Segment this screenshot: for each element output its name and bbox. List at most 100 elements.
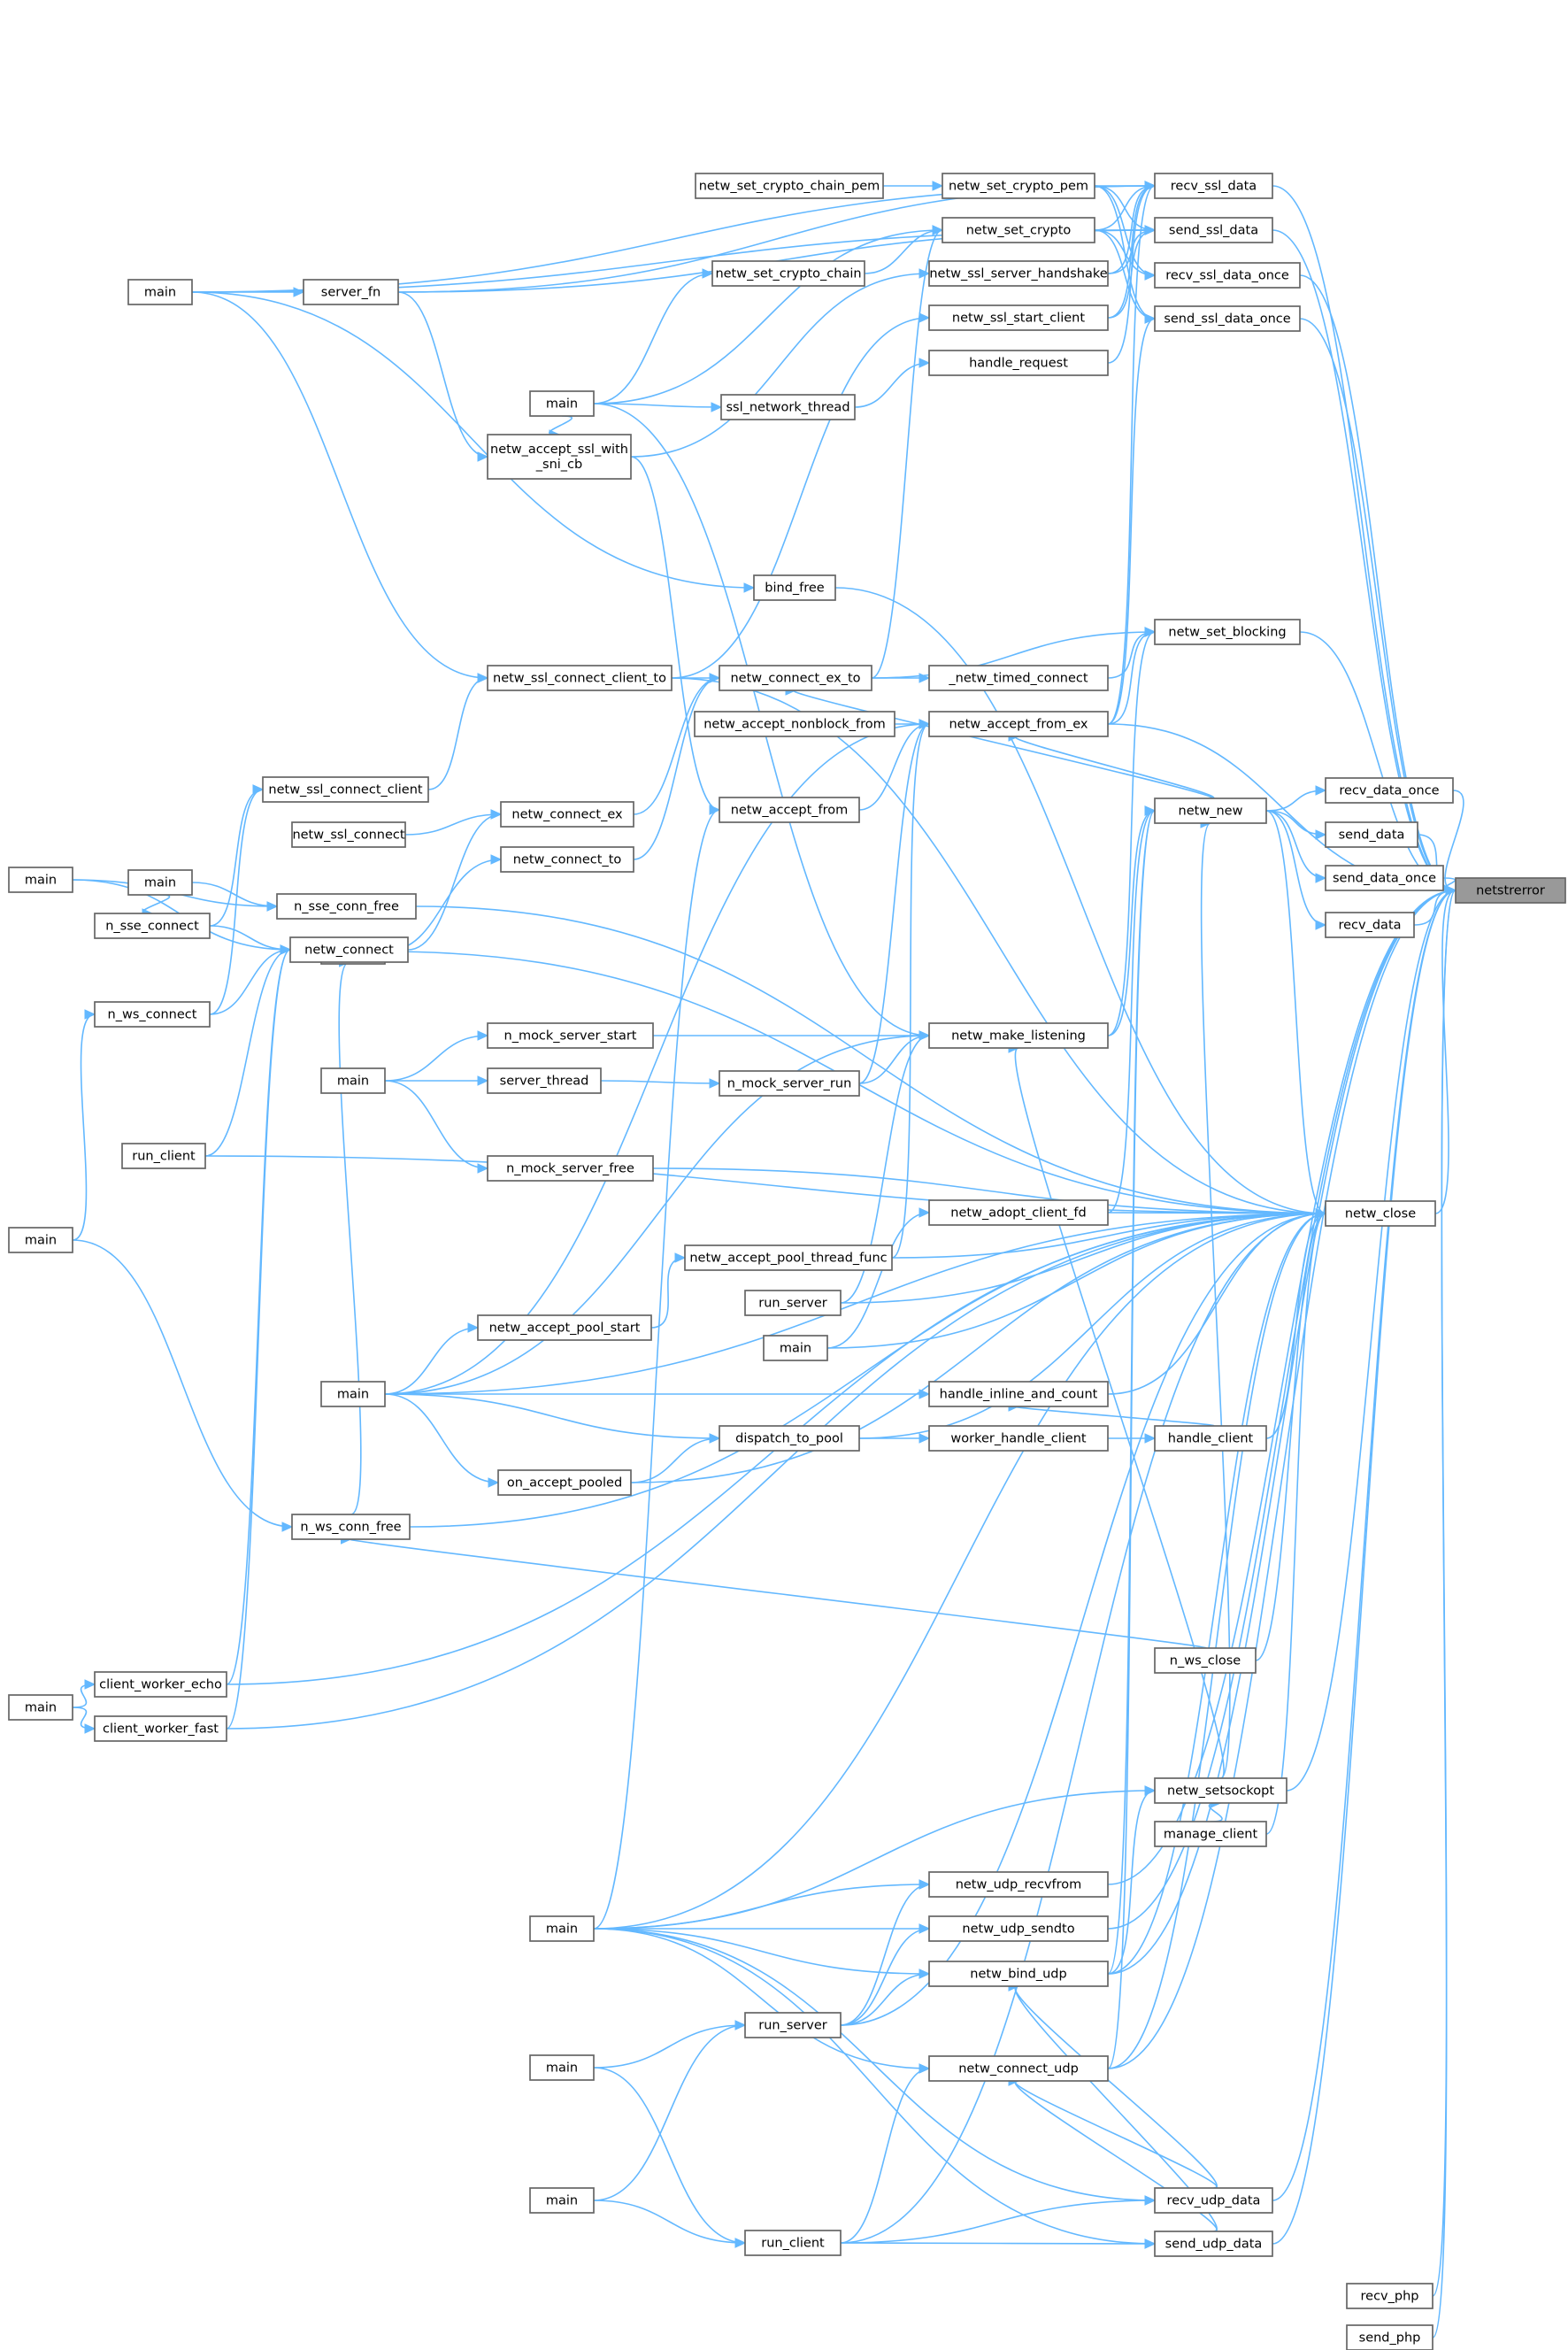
node-box[interactable] xyxy=(121,1143,206,1169)
node-client_worker_fast[interactable]: client_worker_fast xyxy=(94,1715,227,1742)
node-box[interactable] xyxy=(719,665,872,691)
node-box[interactable] xyxy=(127,869,193,896)
node-box[interactable] xyxy=(753,574,836,601)
node-send_udp_data[interactable]: send_udp_data xyxy=(1154,2231,1273,2257)
node-recv_ssl_data[interactable]: recv_ssl_data xyxy=(1154,173,1273,199)
node-client_worker_echo[interactable]: client_worker_echo xyxy=(94,1671,227,1698)
node-box[interactable] xyxy=(1154,619,1301,645)
node-box[interactable] xyxy=(1154,217,1273,243)
node-_netw_timed_connect[interactable]: _netw_timed_connect xyxy=(928,665,1109,691)
node-box[interactable] xyxy=(497,1469,632,1496)
node-box[interactable] xyxy=(487,1067,602,1094)
node-box[interactable] xyxy=(1154,1821,1267,1847)
node-n_ws_conn_free[interactable]: n_ws_conn_free xyxy=(291,1514,411,1540)
node-box[interactable] xyxy=(262,776,429,803)
node-netw_adopt_client_fd[interactable]: netw_adopt_client_fd xyxy=(928,1199,1109,1226)
node-run_client[interactable]: run_client xyxy=(744,2230,842,2256)
node-run_client[interactable]: run_client xyxy=(121,1143,206,1169)
node-box[interactable] xyxy=(487,1155,654,1182)
node-box[interactable] xyxy=(942,173,1095,199)
node-box[interactable] xyxy=(1455,877,1566,904)
node-box[interactable] xyxy=(291,821,406,848)
node-box[interactable] xyxy=(276,893,417,920)
node-box[interactable] xyxy=(928,1425,1109,1452)
node-netw_ssl_connect_client_to[interactable]: netw_ssl_connect_client_to xyxy=(487,665,673,691)
node-box[interactable] xyxy=(1154,797,1267,824)
node-recv_udp_data[interactable]: recv_udp_data xyxy=(1154,2187,1273,2214)
node-recv_php[interactable]: recv_php xyxy=(1346,2283,1433,2309)
node-n_sse_connect[interactable]: n_sse_connect xyxy=(94,913,211,939)
node-n_ws_connect[interactable]: n_ws_connect xyxy=(94,1001,211,1028)
node-box[interactable] xyxy=(1154,1647,1257,1674)
node-send_ssl_data[interactable]: send_ssl_data xyxy=(1154,217,1273,243)
node-box[interactable] xyxy=(928,1871,1109,1898)
node-box[interactable] xyxy=(928,1381,1109,1407)
node-box[interactable] xyxy=(94,1001,211,1028)
node-box[interactable] xyxy=(1325,1200,1436,1227)
node-recv_data[interactable]: recv_data xyxy=(1325,912,1415,938)
node-box[interactable] xyxy=(1325,777,1454,804)
node-box[interactable] xyxy=(500,846,634,873)
node-main[interactable]: main xyxy=(320,1381,386,1407)
node-box[interactable] xyxy=(289,936,409,963)
node-box[interactable] xyxy=(94,1715,227,1742)
node-main[interactable]: main xyxy=(8,1694,73,1721)
node-n_ws_close[interactable]: n_ws_close xyxy=(1154,1647,1257,1674)
node-netw_connect_ex_to[interactable]: netw_connect_ex_to xyxy=(719,665,872,691)
node-box[interactable] xyxy=(303,279,399,305)
node-netw_connect_udp[interactable]: netw_connect_udp xyxy=(928,2055,1109,2082)
node-worker_handle_client[interactable]: worker_handle_client xyxy=(928,1425,1109,1452)
node-box[interactable] xyxy=(529,2054,595,2081)
node-box[interactable] xyxy=(127,279,193,305)
node-box[interactable] xyxy=(1154,1777,1287,1804)
node-netw_set_crypto_chain_pem[interactable]: netw_set_crypto_chain_pem xyxy=(695,173,884,199)
node-on_accept_pooled[interactable]: on_accept_pooled xyxy=(497,1469,632,1496)
node-box[interactable] xyxy=(928,1022,1109,1049)
node-send_ssl_data_once[interactable]: send_ssl_data_once xyxy=(1154,305,1301,332)
node-box[interactable] xyxy=(8,1227,73,1253)
node-send_php[interactable]: send_php xyxy=(1346,2324,1433,2350)
node-netw_setsockopt[interactable]: netw_setsockopt xyxy=(1154,1777,1287,1804)
node-box[interactable] xyxy=(928,665,1109,691)
node-box[interactable] xyxy=(320,1381,386,1407)
node-recv_data_once[interactable]: recv_data_once xyxy=(1325,777,1454,804)
node-main[interactable]: main xyxy=(529,2187,595,2214)
node-netw_connect_to[interactable]: netw_connect_to xyxy=(500,846,634,873)
node-box[interactable] xyxy=(487,434,632,480)
node-box[interactable] xyxy=(763,1335,828,1361)
node-box[interactable] xyxy=(320,1067,386,1094)
node-box[interactable] xyxy=(1154,2231,1273,2257)
node-netw_accept_from_ex[interactable]: netw_accept_from_ex xyxy=(928,711,1109,737)
node-box[interactable] xyxy=(928,1961,1109,1987)
node-box[interactable] xyxy=(487,665,673,691)
node-n_mock_server_free[interactable]: n_mock_server_free xyxy=(487,1155,654,1182)
node-main[interactable]: main xyxy=(529,1915,595,1942)
node-netw_ssl_connect[interactable]: netw_ssl_connect xyxy=(291,821,406,848)
node-netw_accept_from[interactable]: netw_accept_from xyxy=(719,797,860,823)
node-netw_close[interactable]: netw_close xyxy=(1325,1200,1436,1227)
node-main[interactable]: main xyxy=(127,279,193,305)
node-netw_accept_ssl_with_sni_cb[interactable]: netw_accept_ssl_with_sni_cb xyxy=(487,434,632,480)
node-netw_set_crypto[interactable]: netw_set_crypto xyxy=(942,217,1095,243)
node-box[interactable] xyxy=(928,260,1109,287)
node-server_fn[interactable]: server_fn xyxy=(303,279,399,305)
node-box[interactable] xyxy=(1154,2187,1273,2214)
node-bind_free[interactable]: bind_free xyxy=(753,574,836,601)
node-box[interactable] xyxy=(1154,262,1301,289)
node-send_data_once[interactable]: send_data_once xyxy=(1325,865,1444,891)
node-box[interactable] xyxy=(94,913,211,939)
node-n_mock_server_run[interactable]: n_mock_server_run xyxy=(719,1070,860,1097)
node-box[interactable] xyxy=(928,711,1109,737)
node-main[interactable]: main xyxy=(763,1335,828,1361)
node-box[interactable] xyxy=(500,801,634,828)
node-box[interactable] xyxy=(94,1671,227,1698)
node-run_server[interactable]: run_server xyxy=(744,2012,842,2038)
node-box[interactable] xyxy=(684,1244,893,1271)
node-send_data[interactable]: send_data xyxy=(1325,821,1418,848)
node-box[interactable] xyxy=(529,390,595,417)
node-main[interactable]: main xyxy=(529,390,595,417)
node-box[interactable] xyxy=(720,394,856,420)
node-main[interactable]: main xyxy=(8,1227,73,1253)
node-recv_ssl_data_once[interactable]: recv_ssl_data_once xyxy=(1154,262,1301,289)
node-box[interactable] xyxy=(1325,912,1415,938)
